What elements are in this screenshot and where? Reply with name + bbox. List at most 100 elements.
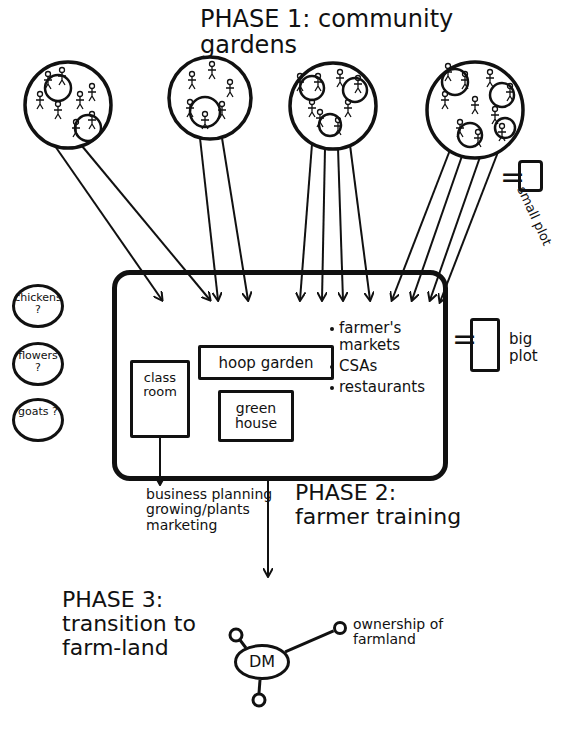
figure-body [506,89,514,102]
figure-head [310,100,315,105]
figure-body [308,105,316,118]
ellipse-outline [14,400,63,441]
diagram-title: PHASE 1: community gardens [200,6,470,59]
figure-body [36,97,44,110]
group-circle [490,83,514,107]
figure-body [461,77,469,90]
figure-head [443,92,448,97]
community-circle [169,57,251,139]
figure-head [508,84,513,89]
figure-head [90,84,95,89]
figure-body [54,107,62,120]
node-text: green house [221,401,291,432]
round-node: chickens ? [12,284,64,328]
figure-head [346,100,351,105]
figure-head [298,74,303,79]
empty-circle [230,629,242,641]
node-text: hoop garden [201,355,331,372]
figure-head [356,76,361,81]
figure-body [186,105,194,118]
leader-arrow [350,145,370,300]
node-text: PHASE 2: farmer training [295,481,465,529]
figure-body [456,125,464,138]
round-node: flowers ? [12,342,64,386]
figure-body [354,81,362,94]
figure-head [74,120,79,125]
figure-body [226,85,234,98]
community-circle [427,62,523,158]
figure-head [488,70,493,75]
ellipse-outline [335,623,346,634]
round-outline [333,621,347,635]
figure-body [441,97,449,110]
connector-line [285,631,333,652]
figure-body [44,77,52,90]
figure-head [190,72,195,77]
stick-figures [36,62,515,148]
node-text: DM [234,653,290,671]
plot-box: farmer's marketsCSAsrestaurantsPHASE 2: … [112,270,448,481]
figure-body [334,123,342,136]
note-label: PHASE 3: transition to farm-land [62,588,227,661]
figure-body [88,117,96,130]
figure-head [188,100,193,105]
figure-head [463,72,468,77]
leader-arrow [300,144,312,300]
figure-body [58,73,66,86]
community-circle [25,62,111,148]
figure-body [474,135,482,148]
figure-body [314,79,322,92]
figure-head [203,112,208,117]
group-circle [343,78,367,102]
group-circle [495,118,515,138]
figure-head [316,74,321,79]
plot-box: green house [218,390,294,442]
note-label: = [452,322,482,355]
group-circle [45,75,71,101]
leader-arrow [440,152,498,302]
community-circle [290,63,376,149]
leader-arrow [200,138,218,300]
figure-head [220,102,225,107]
branch-line [240,640,246,648]
group-circle [458,123,482,147]
figure-body [444,69,452,82]
leader-arrow [82,146,210,300]
figure-body [208,67,216,80]
figure-body [72,125,80,138]
round-outline [12,398,64,442]
figure-head [493,107,498,112]
figure-body [76,97,84,110]
note-label: business planning growing/plants marketi… [146,487,276,533]
group-circle [300,76,324,100]
node-text: farmer's markets [339,320,439,353]
figure-head [56,102,61,107]
node-text: class room [133,371,187,400]
figure-body [218,107,226,120]
leader-arrow [430,157,480,300]
figure-head [338,70,343,75]
round-node: goats ? [12,398,64,442]
group-circle [190,97,220,127]
figure-body [336,75,344,88]
figure-head [90,112,95,117]
figure-body [486,75,494,88]
node-text: ownership of farmland [353,617,463,648]
figure-body [471,102,479,115]
figure-head [458,120,463,125]
leader-arrow [392,150,450,300]
figure-head [476,130,481,135]
figure-body [316,115,324,128]
leader-arrow [322,148,325,300]
node-text: chickens ? [14,292,62,316]
figure-head [500,124,505,129]
note-label: = [500,160,530,193]
group-circle [319,114,341,136]
ellipse-outline [14,344,63,385]
leader-arrow [55,146,162,300]
empty-circle [253,694,265,706]
leader-arrow [222,138,248,300]
figure-body [201,117,209,130]
figure-body [188,77,196,90]
